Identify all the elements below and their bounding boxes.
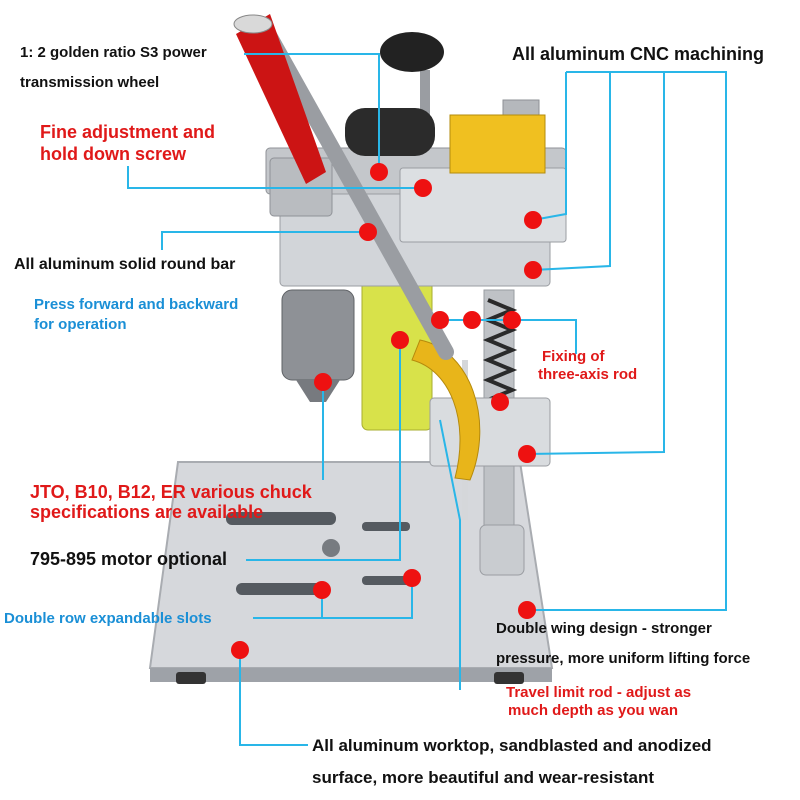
- label-travel-line2: much depth as you wan: [508, 702, 679, 719]
- marker-motor: [391, 331, 409, 349]
- label-press-line1: Press forward and backward: [34, 296, 239, 313]
- marker-cnc-top: [524, 211, 542, 229]
- label-round-bar: All aluminum solid round bar: [14, 256, 236, 273]
- callout-line-screw: [127, 166, 423, 189]
- callout-lines: [127, 53, 727, 746]
- callout-line-worktop: [239, 650, 308, 746]
- callout-line-travel: [439, 419, 461, 690]
- label-fixing-line2: three-axis rod: [538, 366, 638, 383]
- label-travel-line1: Travel limit rod - adjust as: [506, 684, 692, 701]
- label-screw-line2: hold down screw: [40, 144, 187, 164]
- marker-transmission: [370, 163, 388, 181]
- marker-fixing-3: [503, 311, 521, 329]
- label-slots: Double row expandable slots: [4, 610, 212, 627]
- label-transmission-line2: transmission wheel: [20, 74, 160, 91]
- callout-line-motor: [246, 340, 401, 561]
- callout-line-fixing: [440, 319, 577, 354]
- spring: [482, 298, 518, 402]
- label-worktop-line2: surface, more beautiful and wear-resista…: [312, 768, 654, 787]
- marker-wing: [518, 601, 536, 619]
- marker-slots-1: [313, 581, 331, 599]
- worktop-base: [148, 461, 554, 684]
- marker-screw: [414, 179, 432, 197]
- yellow-lever: [411, 339, 481, 481]
- label-wing-line2: pressure, more uniform lifting force: [496, 650, 751, 667]
- label-motor: 795-895 motor optional: [30, 549, 228, 569]
- marker-slots-2: [403, 569, 421, 587]
- callout-line-transmission: [244, 53, 380, 172]
- callout-line-cnc: [532, 72, 567, 221]
- label-transmission-line1: 1: 2 golden ratio S3 power: [20, 44, 207, 61]
- marker-fixing-2: [463, 311, 481, 329]
- label-chuck-line1: JTO, B10, B12, ER various chuck: [30, 482, 312, 502]
- label-screw-line1: Fine adjustment and: [40, 122, 216, 142]
- label-fixing-line1: Fixing of: [542, 348, 605, 365]
- marker-worktop: [231, 641, 249, 659]
- handle: [233, 14, 454, 360]
- marker-lever: [491, 393, 509, 411]
- marker-bracket: [518, 445, 536, 463]
- chuck: [281, 289, 355, 402]
- label-press-line2: for operation: [34, 316, 127, 333]
- marker-cnc-mid: [524, 261, 542, 279]
- markers: [231, 163, 542, 659]
- marker-chuck: [314, 373, 332, 391]
- callout-line-round-bar: [161, 231, 368, 250]
- label-wing-line1: Double wing design - stronger: [496, 620, 712, 637]
- marker-round-bar: [359, 223, 377, 241]
- head-block: [265, 32, 567, 287]
- label-worktop-line1: All aluminum worktop, sandblasted and an…: [312, 736, 712, 755]
- callout-line-cnc-4: [527, 71, 727, 611]
- label-cnc: All aluminum CNC machining: [512, 44, 765, 64]
- label-chuck-line2: specifications are available: [30, 502, 264, 522]
- callout-line-slots: [253, 578, 413, 619]
- marker-fixing-1: [431, 311, 449, 329]
